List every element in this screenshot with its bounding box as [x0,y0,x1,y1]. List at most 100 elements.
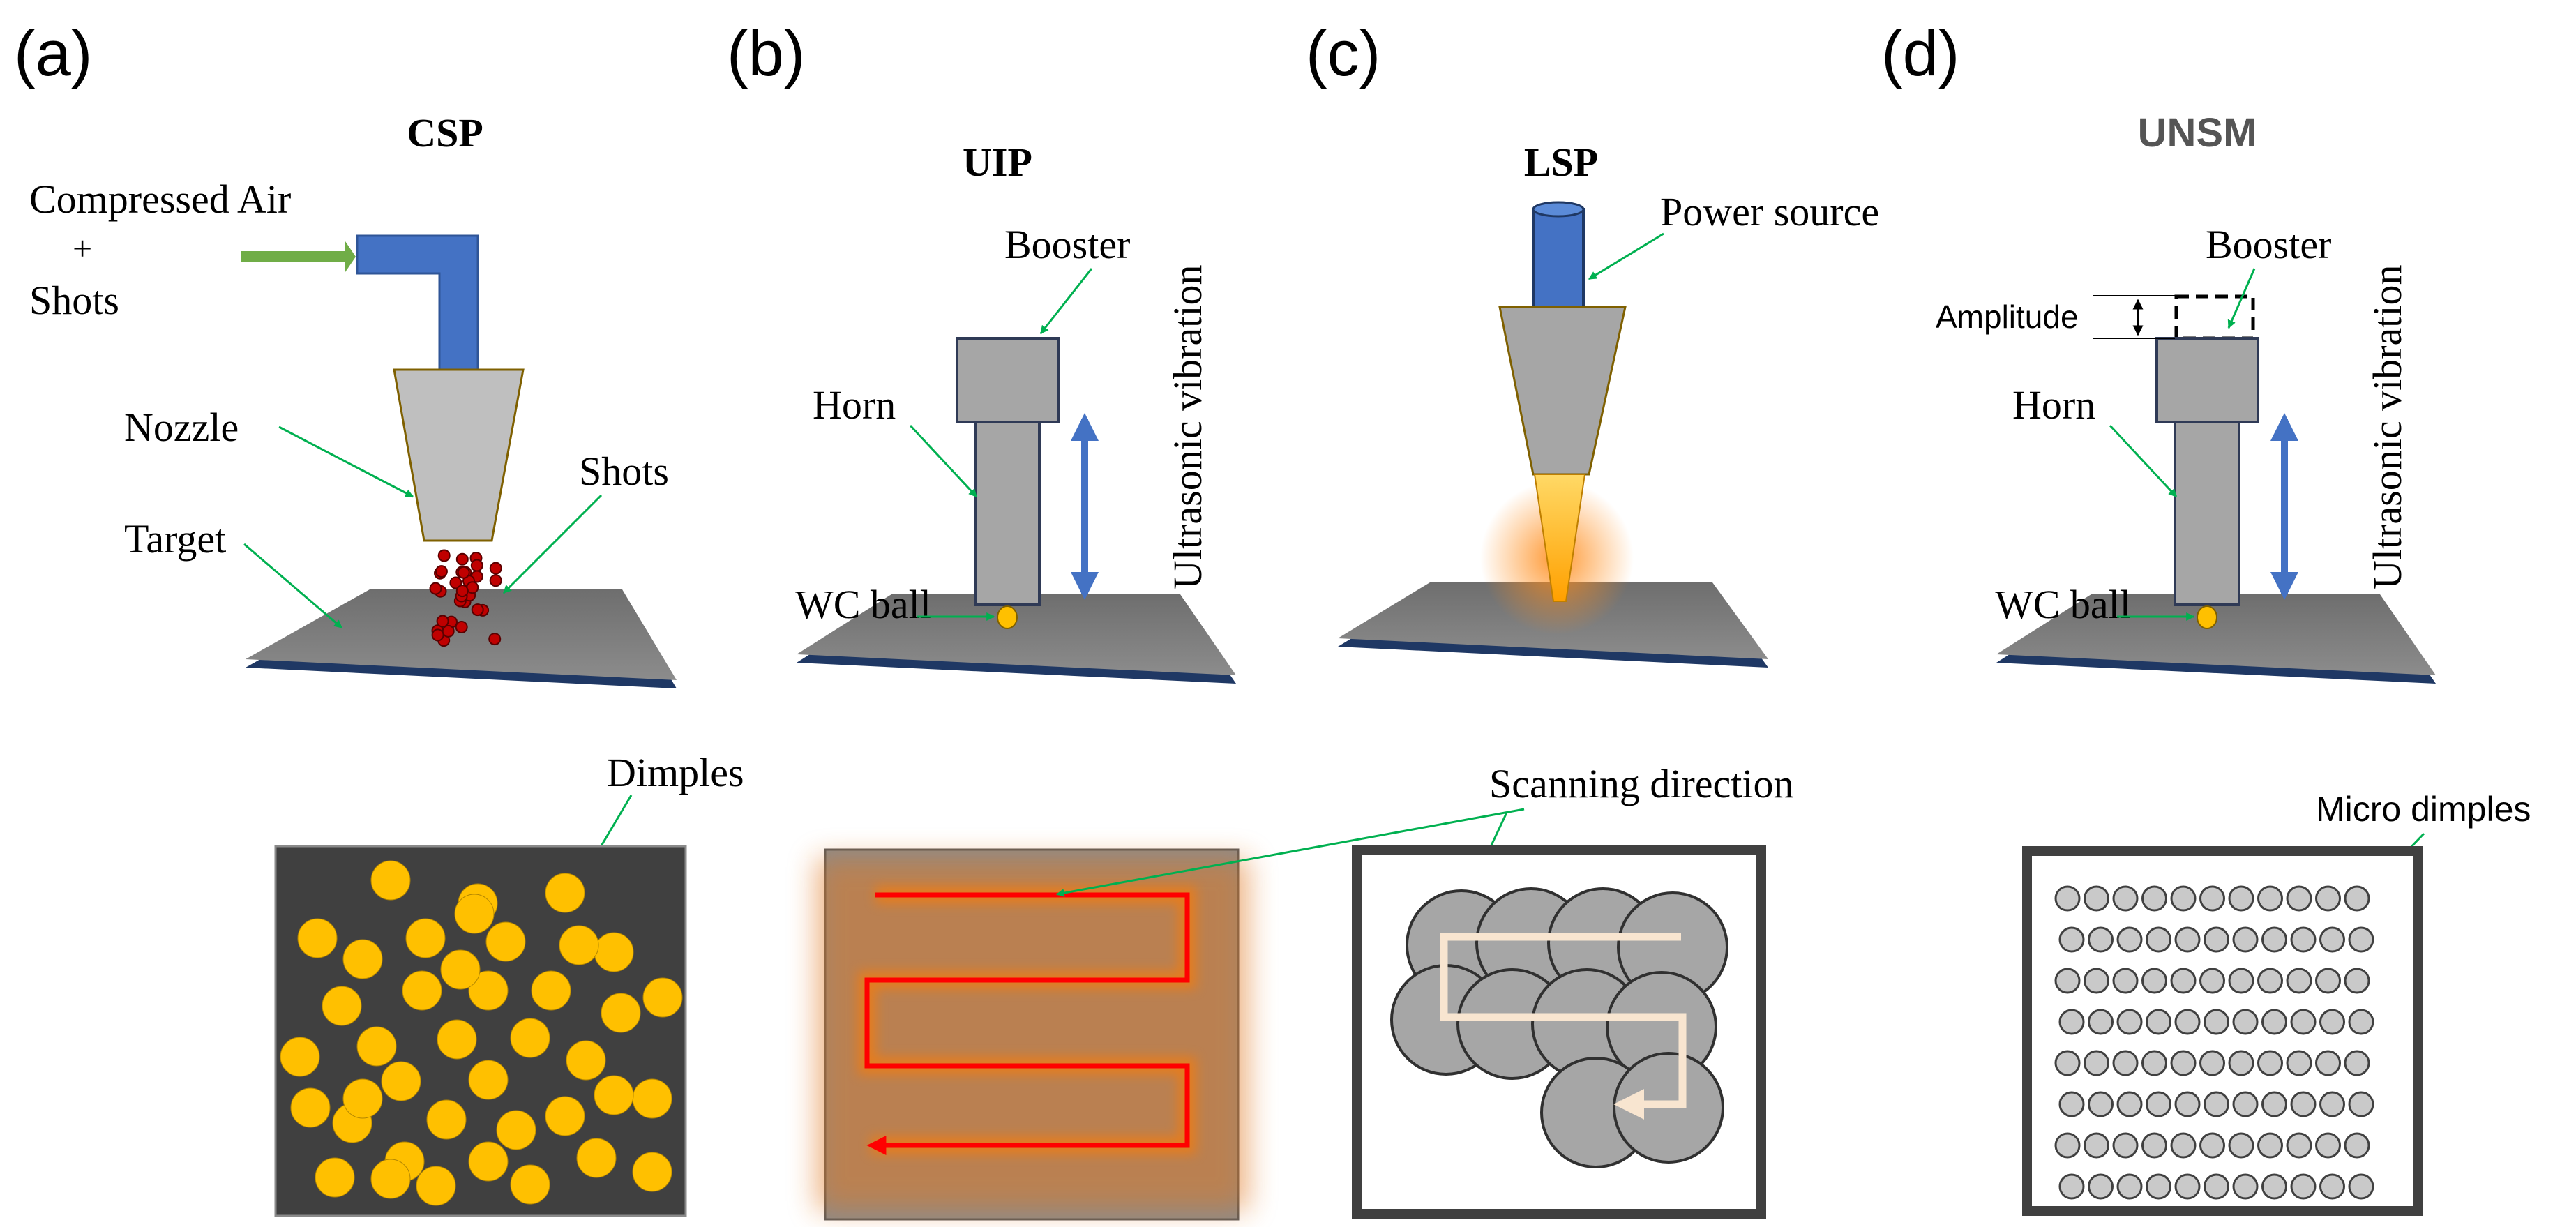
dimples-pattern [280,860,683,1206]
leader-power-source [1588,232,1664,280]
micro-dimple [2084,968,2109,994]
micro-dimple [2054,1050,2081,1076]
micro-dimple [2146,926,2171,953]
uip-plate [797,594,1236,675]
shot-particle [455,552,469,566]
micro-dimple [2228,1132,2254,1159]
unsm-horn [2174,421,2240,606]
label-horn-b: Horn [813,382,896,428]
micro-dimple [2315,1132,2341,1159]
leader-nozzle [278,426,414,498]
micro-dimple [2232,1173,2259,1200]
shot-particle [489,562,502,575]
micro-dimple [2286,968,2312,994]
dimple [356,1026,397,1067]
dimple [402,970,442,1011]
micro-dimple [2290,1091,2317,1117]
micro-dimple [2344,1132,2370,1159]
label-ultrasonic-b: Ultrasonic vibration [1165,264,1210,589]
shot-particle [488,633,502,646]
micro-dimple [2174,1009,2201,1035]
micro-dimple [2290,1173,2317,1200]
dimple [426,1099,467,1140]
laser-beam [1533,474,1586,602]
panel-c-title: LSP [1524,140,1598,185]
shot-particle [457,566,470,579]
micro-dimple [2199,1050,2225,1076]
dimple [405,918,446,958]
dimple [576,1138,617,1178]
shot-particle [437,549,451,562]
dimple [594,1075,634,1115]
micro-dimple [2257,1050,2283,1076]
micro-dimple [2088,1091,2114,1117]
shot-particle [436,615,449,628]
dimple [632,1152,672,1192]
dimple [342,1078,383,1119]
micro-dimple [2348,1173,2374,1200]
dimple [545,873,585,913]
label-target: Target [124,516,226,562]
micro-dimple [2319,1091,2345,1117]
dimple [370,1159,411,1199]
micro-dimple [2319,1173,2345,1200]
micro-dimple [2261,1009,2287,1035]
micro-dimple [2058,1009,2085,1035]
dimple [280,1037,320,1077]
shot-particle [455,621,468,633]
dimple [468,970,509,1011]
label-booster-b: Booster [1004,222,1130,267]
lsp-scan-path [1440,933,1687,1120]
micro-dimple [2290,926,2317,953]
micro-dimple [2261,1091,2287,1117]
micro-dimple [2344,1050,2370,1076]
shot-particle [470,559,483,572]
panel-b-letter: (b) [727,18,805,89]
panel-c-letter: (c) [1306,18,1380,89]
lsp-spots [1390,887,1728,1168]
shot-particle [431,628,444,642]
micro-dimple [2204,1009,2229,1035]
leader-horn-d [2109,424,2178,498]
panel-d-title: UNSM [2138,110,2257,156]
shot-particle [449,576,462,589]
micro-dimple [2112,885,2139,912]
micro-dimple [2315,885,2341,912]
dimple [290,1087,331,1128]
leader-booster-d [2227,268,2256,329]
panel-b-title: UIP [963,140,1032,185]
micro-dimple [2054,968,2081,994]
uip-wc-ball [997,605,1018,629]
micro-dimple [2141,885,2167,912]
micro-dimple [2257,885,2283,912]
dimple [632,1078,672,1119]
label-ultrasonic-d: Ultrasonic vibration [2365,264,2410,589]
dimple [370,860,411,901]
panel-a-title: CSP [407,110,483,156]
micro-dimple [2261,926,2287,953]
label-wc-ball-b: WC ball [795,582,931,627]
unsm-apparatus [1996,294,2436,684]
micro-dimple [2054,1132,2081,1159]
dimple [315,1157,355,1198]
target-plate [246,589,677,680]
power-source-top [1532,201,1585,218]
dimple [454,894,495,934]
dimple [468,1060,509,1100]
shot-particle [455,585,469,598]
micro-dimple [2261,1173,2287,1200]
leader-booster-b [1039,268,1093,334]
micro-dimple [2348,926,2374,953]
label-shots-input: Shots [29,278,119,323]
micro-dimple [2344,885,2370,912]
micro-dimple [2116,926,2143,953]
uip-booster [956,337,1060,423]
unsm-booster-amplitude-outline [2174,294,2255,340]
micro-dimple [2141,1132,2167,1159]
micro-dimple [2088,926,2114,953]
micro-dimple [2232,1009,2259,1035]
label-shots: Shots [579,449,669,494]
micro-dimple [2058,1173,2085,1200]
nozzle [393,368,525,542]
